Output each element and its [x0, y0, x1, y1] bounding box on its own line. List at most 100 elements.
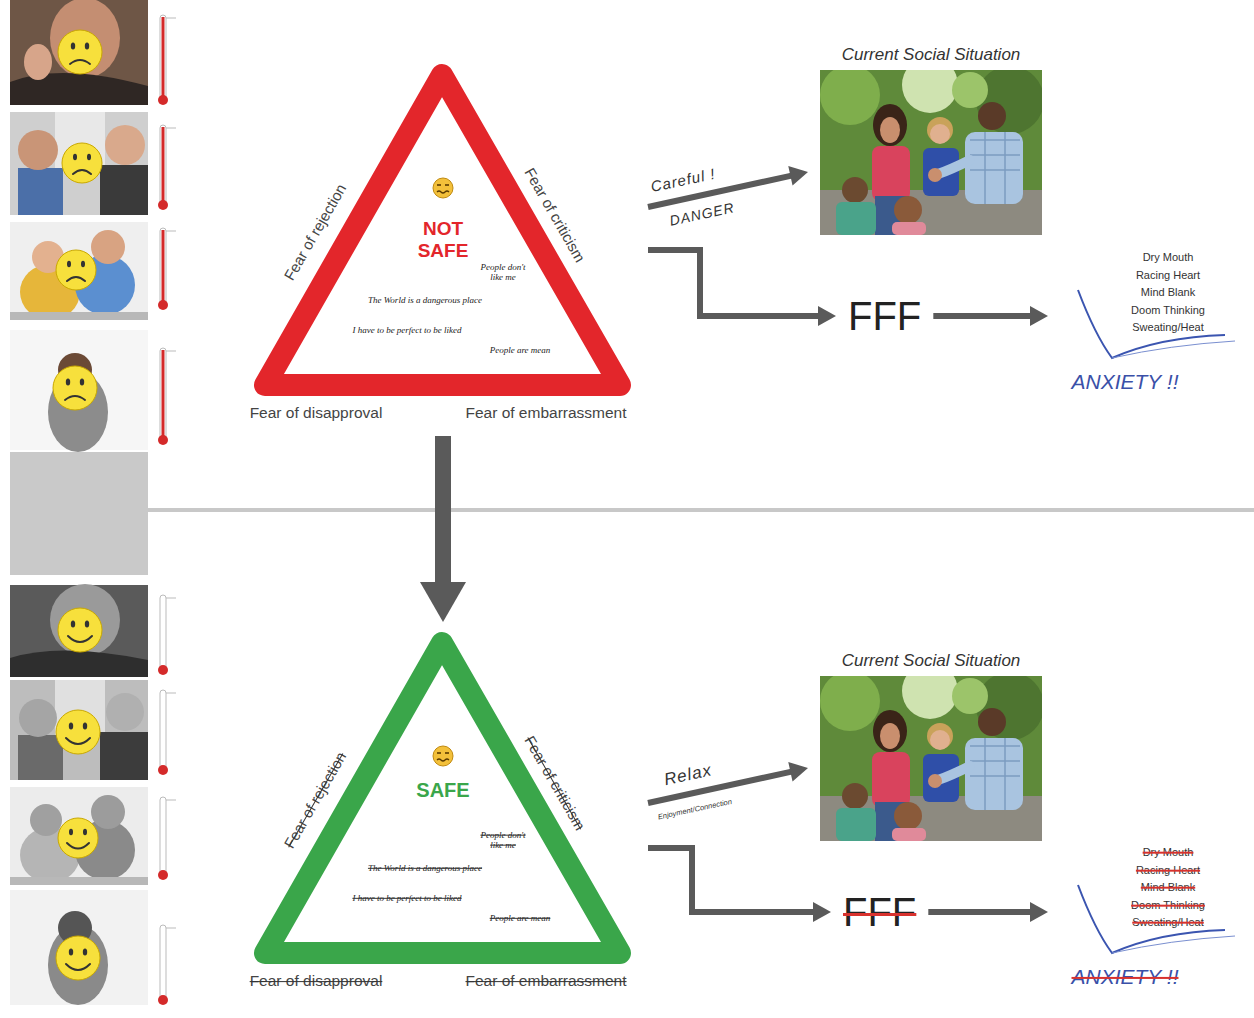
fear-label: Fear of embarrassment — [465, 972, 626, 990]
flow-arrow — [648, 250, 836, 326]
arrow-head — [788, 762, 808, 782]
response-node: FFF — [835, 888, 924, 936]
response-label: FFF — [848, 296, 921, 336]
photo-grey-kids-part — [106, 693, 144, 731]
social-photo-part — [894, 802, 922, 830]
fear-label: Fear of disapproval — [250, 972, 383, 990]
flow-arrow — [420, 436, 466, 622]
sad-face-part — [56, 250, 96, 290]
thermometer-cool-part — [166, 800, 176, 801]
belief-text: I have to be perfect to be liked — [352, 325, 461, 335]
thermometer-hot-part — [166, 351, 176, 352]
photo-sad-man-part — [24, 44, 52, 80]
social-photo-part — [842, 177, 868, 203]
photo-heading: Current Social Situation — [842, 651, 1021, 671]
sad-face-features-part — [73, 154, 77, 160]
thermometer-cool-part — [158, 765, 168, 775]
sad-face-features — [65, 43, 91, 401]
photo-grey-children-part — [10, 877, 148, 885]
safety-heading: NOT SAFE — [412, 218, 474, 262]
photo-grey-children-part — [91, 795, 125, 829]
photo-grey-man-part — [10, 650, 148, 677]
thermometer-hot-part — [158, 435, 168, 445]
arrow-label: Careful ! — [649, 165, 717, 196]
symptom-text: Racing Heart — [1136, 268, 1200, 281]
thermometer-cool-part — [160, 925, 166, 1000]
thermometer-hot-part — [158, 300, 168, 310]
warning-triangle-part — [433, 178, 453, 198]
social-photo-part — [965, 132, 1023, 204]
divider-line — [148, 508, 1254, 512]
belief-text: People don't like me — [475, 830, 531, 851]
thermometer-hot-part — [162, 17, 165, 100]
warning-triangle-part — [445, 184, 449, 186]
social-photo-part — [978, 708, 1006, 736]
photo-grey-child-part — [10, 890, 148, 1005]
social-photo-part — [930, 124, 950, 144]
photo-sad-children-part — [10, 312, 148, 320]
social-photo-part — [880, 723, 900, 749]
happy-face-features-part — [66, 964, 90, 970]
symptom-text: Sweating/Heat — [1132, 916, 1204, 929]
belief-text: The World is a dangerous place — [368, 863, 482, 873]
sad-face-features-part — [87, 154, 91, 160]
thermometer-hot-part — [160, 228, 166, 305]
fear-label: Fear of embarrassment — [465, 404, 626, 422]
happy-face-part — [56, 710, 100, 754]
arrow-line — [933, 313, 1033, 319]
social-photo-part — [902, 70, 958, 113]
photo-node: Current Social Situation — [812, 648, 1050, 843]
social-photo-part — [952, 678, 988, 714]
symptom-text: Doom Thinking — [1131, 898, 1205, 911]
social-photo-part — [880, 117, 900, 143]
symptom-text: Doom Thinking — [1131, 303, 1205, 316]
social-photo-part — [952, 72, 988, 108]
flow-arrow — [928, 902, 1048, 922]
symptom-text: Dry Mouth — [1143, 846, 1194, 859]
social-photo-part — [820, 70, 880, 125]
check-mark-part — [1078, 885, 1225, 953]
photo-grey-man — [10, 584, 148, 677]
sad-face-part — [62, 143, 102, 183]
photo-sad-man — [10, 0, 148, 105]
warning-triangle-part — [437, 184, 441, 186]
social-photo-part — [928, 774, 942, 788]
happy-face-features-part — [66, 738, 90, 744]
symptom-text: Mind Blank — [1141, 286, 1195, 299]
arrow-line — [435, 436, 451, 590]
social-photo-part — [927, 117, 953, 143]
thermometer-hot-part — [160, 125, 166, 205]
symptom-text: Dry Mouth — [1143, 251, 1194, 264]
photo-sad-children-part — [91, 230, 125, 264]
sad-face-features-part — [66, 379, 70, 386]
photo-grey-children-part — [10, 787, 148, 885]
sad-face-features-part — [67, 261, 71, 267]
anxiety-label: ANXIETY !! — [1072, 370, 1179, 394]
photo-grey-man-part — [10, 585, 148, 677]
thermometer-cool-part — [166, 598, 176, 599]
happy-face-features — [66, 621, 92, 971]
happy-face-features-part — [69, 829, 73, 835]
social-photo-part — [976, 676, 1042, 740]
photo-grey-kids-part — [19, 699, 57, 737]
photo-grey-man-part — [50, 584, 120, 656]
social-photo-part — [842, 783, 868, 809]
social-photo-part — [938, 160, 970, 174]
happy-face-features-part — [71, 621, 75, 628]
check-mark-part — [1112, 936, 1235, 953]
thermometer-hot-part — [166, 18, 176, 19]
arrow-line — [648, 250, 822, 316]
social-photo-part — [894, 196, 922, 224]
grey-panel — [10, 452, 148, 575]
social-photo — [820, 676, 1042, 841]
social-photo-part — [836, 808, 876, 841]
thermometer-cool-part — [160, 690, 166, 770]
belief-text: The World is a dangerous place — [368, 295, 482, 305]
sad-face-features-part — [80, 379, 84, 386]
thermometer-hot-part — [166, 231, 176, 232]
arrow-label: Relax — [662, 760, 713, 789]
photo-grey-kids-part — [100, 732, 148, 780]
